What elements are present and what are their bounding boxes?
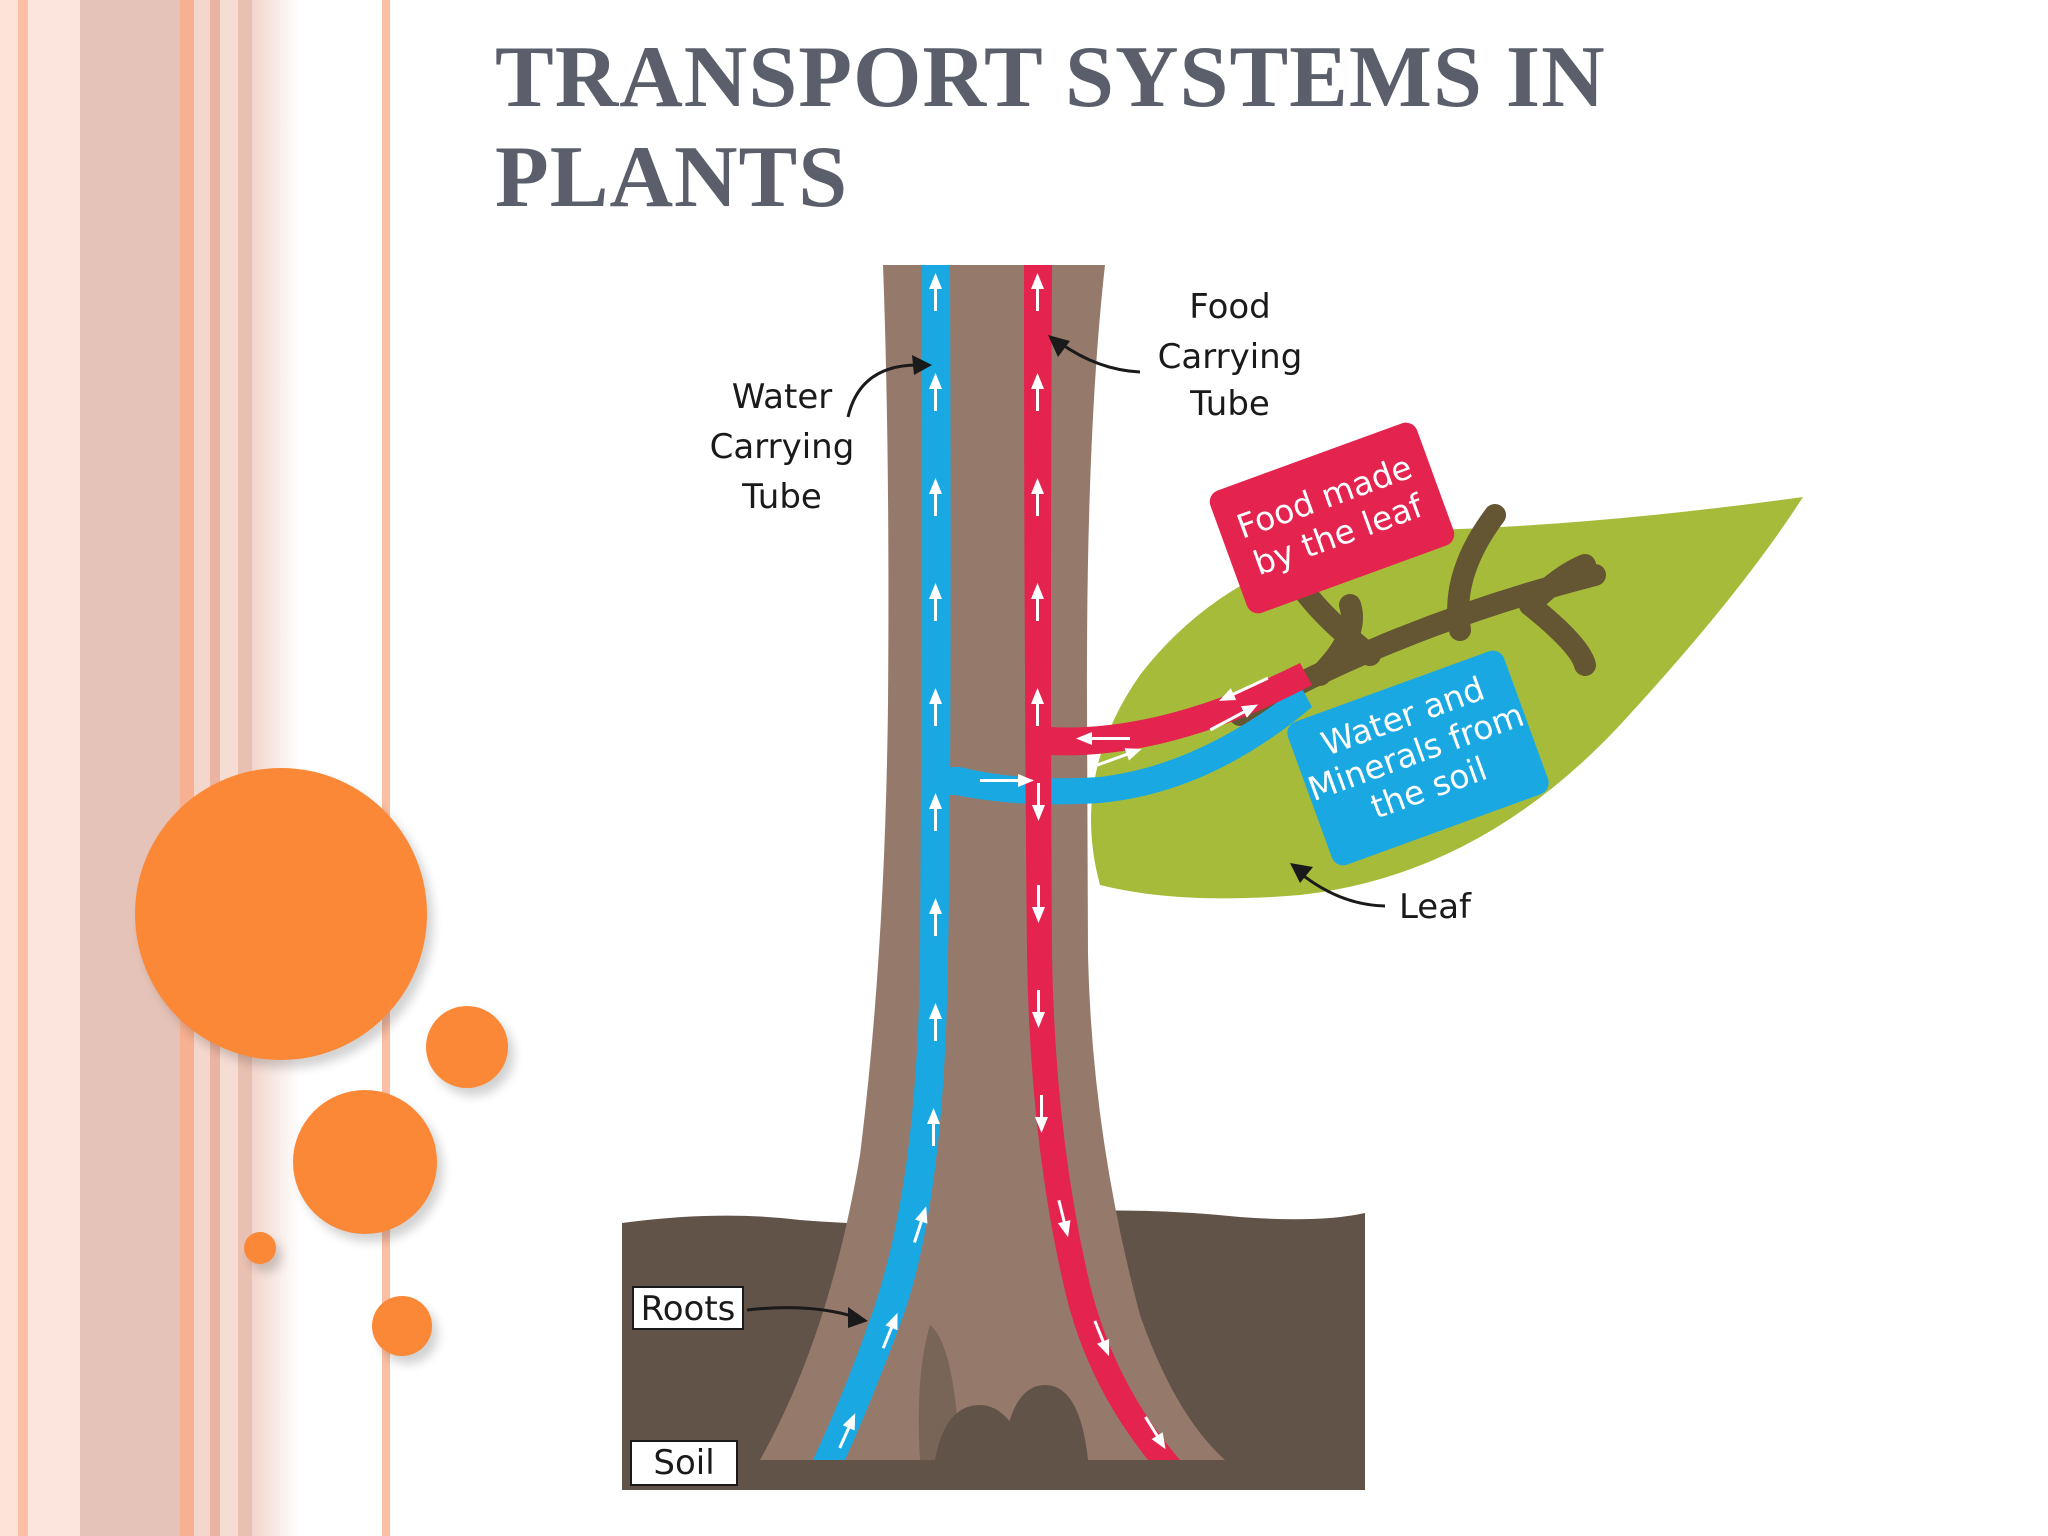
arrow-up — [1031, 373, 1044, 411]
arrow-up — [838, 1413, 856, 1449]
arrow-up — [1031, 478, 1044, 516]
stripe — [238, 0, 252, 1536]
arrow-down — [1032, 990, 1045, 1028]
food-tube-pointer — [1059, 341, 1141, 374]
arrow-up — [927, 1108, 940, 1146]
pointer-heads — [848, 335, 1313, 1328]
decorative-circle — [293, 1090, 437, 1234]
roots-pointer — [746, 1306, 856, 1319]
label-pointers — [746, 341, 1386, 1319]
arrow-right — [1090, 748, 1142, 769]
arrow-left — [1076, 732, 1130, 745]
stripe — [220, 0, 238, 1536]
arrow-right — [1209, 704, 1259, 732]
root-arch — [1002, 1385, 1088, 1460]
decorative-circle-small — [244, 1232, 276, 1264]
arrow-up — [929, 583, 942, 621]
decorative-circle — [372, 1296, 432, 1356]
food-tube-label-line: Food — [1189, 287, 1271, 327]
arrow-down — [1057, 1199, 1071, 1238]
decorative-circle — [426, 1006, 508, 1088]
arrow-right — [980, 774, 1034, 787]
arrow-up — [913, 1206, 928, 1243]
leaf-label: Leaf — [1399, 887, 1472, 927]
stripe — [0, 0, 18, 1536]
plant-transport-diagram: Food made by the leaf Water and Minerals… — [622, 265, 1803, 1490]
arrow-up — [929, 273, 942, 311]
stripe — [28, 0, 80, 1536]
arrow-up — [929, 1003, 942, 1041]
soil-label: Soil — [653, 1443, 714, 1483]
flow-arrows — [838, 273, 1269, 1450]
roots-label-box: Roots — [632, 1286, 744, 1330]
arrow-up — [929, 373, 942, 411]
arrow-up — [1031, 273, 1044, 311]
arrow-down — [1093, 1320, 1110, 1357]
water-tube-label-line: Tube — [741, 477, 822, 517]
arrow-down — [1032, 783, 1045, 821]
arrow-up — [929, 478, 942, 516]
arrow-down — [1032, 885, 1045, 923]
trunk — [760, 265, 1225, 1460]
leaf-pointer — [1299, 871, 1386, 908]
food-tube-label-line: Tube — [1189, 384, 1270, 424]
decorative-circle-large — [135, 768, 427, 1060]
water-tube-pointer — [846, 363, 919, 418]
food-carrying-tube — [1024, 265, 1312, 1460]
water-carrying-tube — [813, 265, 1312, 1460]
arrow-up — [929, 688, 942, 726]
arrow-up — [929, 793, 942, 831]
slide-title: TRANSPORT SYSTEMS IN PLANTS — [495, 29, 1606, 226]
soil-label-box: Soil — [630, 1440, 738, 1486]
arrow-up — [1031, 688, 1044, 726]
food-made-box: Food made by the leaf — [1209, 422, 1455, 614]
water-tube-label-line: Carrying — [710, 427, 855, 467]
arrow-left — [1218, 676, 1269, 701]
stripe — [80, 0, 180, 1536]
arrow-up — [929, 898, 942, 936]
food-tube-label-line: Carrying — [1158, 337, 1303, 377]
roots-label: Roots — [641, 1289, 736, 1329]
arrow-down — [1144, 1416, 1166, 1450]
food-tube-label: Food Carrying Tube — [1158, 287, 1303, 424]
arrow-up — [881, 1312, 898, 1349]
stripe — [18, 0, 28, 1536]
stripe — [194, 0, 210, 1536]
water-tube-label-line: Water — [732, 377, 833, 417]
water-tube-label: Water Carrying Tube — [710, 377, 855, 517]
root-split — [918, 1325, 960, 1460]
arrow-down — [1035, 1095, 1048, 1133]
stripe — [180, 0, 194, 1536]
arrow-up — [1031, 583, 1044, 621]
stripe — [382, 0, 390, 1536]
stripe — [210, 0, 220, 1536]
